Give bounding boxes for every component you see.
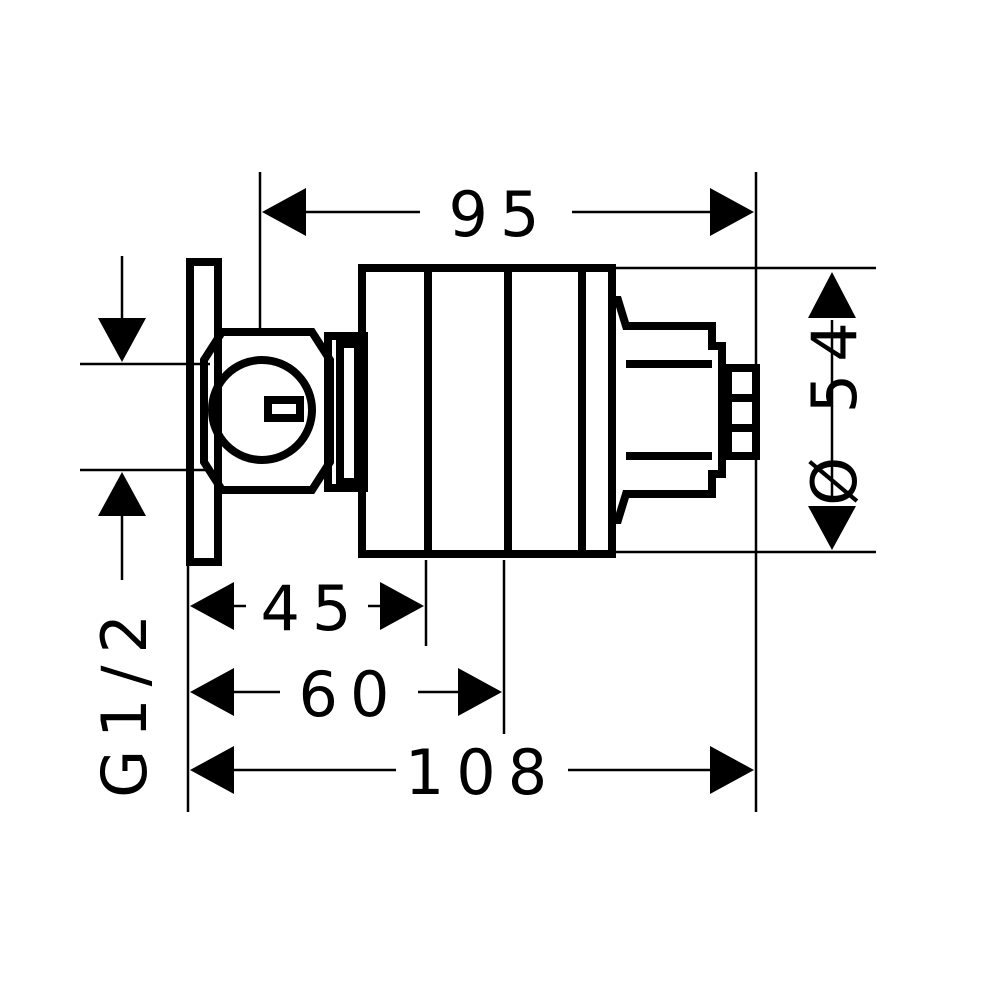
dimension-label-95: 95 [449,178,552,251]
arrowhead-left [190,668,234,716]
arrowhead-left [190,746,234,794]
dimension-label-45: 45 [261,572,364,645]
inlet-bore [208,356,316,464]
arrowhead-down [808,506,856,550]
arrowhead-up [98,472,146,516]
arrowhead-left [262,188,306,236]
dimension-label-60: 60 [299,658,402,731]
dimension-60: 60 [190,658,502,731]
dimension-diameter-54: Ø 54 [798,272,871,550]
extension-lines [80,172,876,812]
dimension-45: 45 [190,572,424,645]
dimension-label-108: 108 [405,736,559,809]
outlet-nut [724,364,760,460]
inlet-tab [264,396,304,422]
arrowhead-down [98,318,146,362]
arrowhead-right [458,668,502,716]
arrowhead-right [380,582,424,630]
dimension-label-g-half: G1/2 [88,602,161,798]
inlet-hex [200,328,334,494]
arrowhead-right [710,746,754,794]
dimension-label-diameter: Ø 54 [798,310,871,505]
main-body [358,264,616,558]
arrowhead-right [710,188,754,236]
arrowhead-up [808,272,856,318]
valve-body [186,258,760,566]
dimension-95: 95 [262,178,754,251]
dimension-108: 108 [190,736,754,809]
flange-plate [186,258,222,566]
arrowhead-left [190,582,234,630]
connector-neck-inner [336,340,362,486]
dimension-g-half-inch: G1/2 [88,256,161,798]
outlet-pipe [612,296,726,524]
